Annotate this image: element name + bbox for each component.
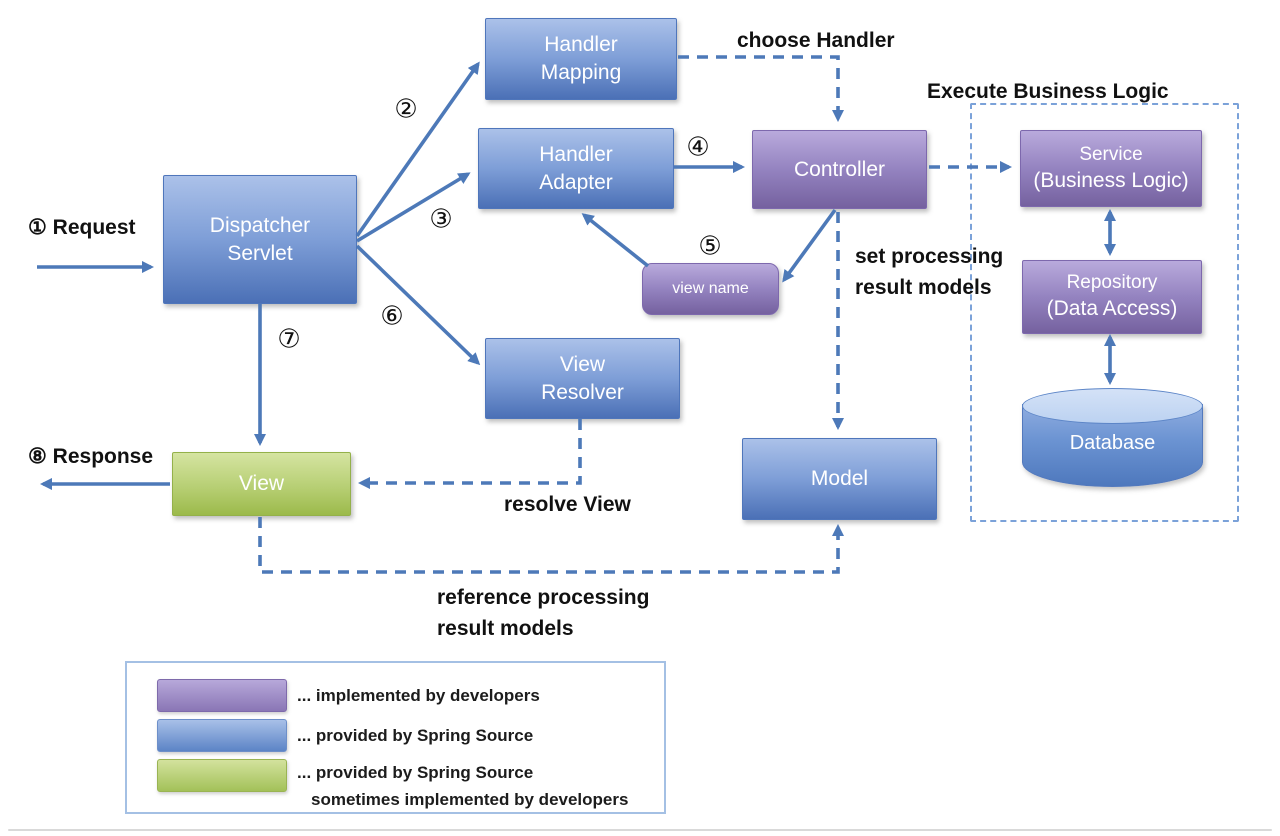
node-sublabel: (Business Logic): [1033, 168, 1189, 192]
node-label: Repository: [1066, 272, 1158, 293]
arrow-dispatcher-to-view-resolver: [355, 244, 481, 366]
node-label: Model: [810, 467, 869, 490]
response-label: ⑧ Response: [28, 441, 153, 472]
reference-processing-line1: reference processing: [437, 586, 650, 609]
node-label: Handler Mapping: [541, 31, 622, 87]
arrow-dispatcher-to-handler-mapping: [355, 61, 480, 238]
node-label-line: View: [559, 352, 606, 376]
set-processing-label: set processing result models: [855, 241, 1003, 303]
legend-box: ... implemented by developers ... provid…: [125, 661, 666, 814]
database-cylinder-top: [1022, 388, 1203, 424]
node-handler-mapping: Handler Mapping: [485, 18, 677, 100]
dashed-arrow-choose-handler: [678, 55, 845, 123]
dashed-arrow-view-resolver-to-view: [357, 419, 582, 490]
node-service: Service (Business Logic): [1020, 130, 1202, 207]
node-label-line: Handler: [539, 142, 613, 166]
node-label-line: Adapter: [539, 170, 613, 194]
legend-swatch-green: [157, 759, 287, 792]
legend-swatch-blue: [157, 719, 287, 752]
step-4-badge: ④: [686, 131, 710, 162]
node-label: view name: [672, 280, 749, 297]
business-logic-group-title: Execute Business Logic: [927, 80, 1169, 103]
reference-processing-label: reference processing result models: [437, 582, 649, 644]
arrow-view-name-to-handler-adapter: [581, 213, 650, 268]
node-view-resolver: View Resolver: [485, 338, 680, 419]
request-label: ① Request: [28, 212, 136, 243]
node-dispatcher-servlet: Dispatcher Servlet: [163, 175, 357, 304]
node-view: View: [172, 452, 351, 516]
node-label-line: Handler: [544, 33, 618, 56]
image-bottom-edge: [8, 829, 1272, 831]
node-label-line: Resolver: [541, 380, 624, 404]
request-label-text: Request: [52, 216, 136, 239]
node-label: Handler Adapter: [539, 141, 613, 197]
legend-swatch-purple: [157, 679, 287, 712]
step-1-badge: ①: [28, 216, 47, 239]
resolve-view-label: resolve View: [504, 493, 631, 516]
dashed-arrow-view-to-model-reference: [258, 517, 845, 574]
node-repository: Repository (Data Access): [1022, 260, 1202, 334]
legend-label-green-line1: ... provided by Spring Source: [297, 763, 534, 782]
legend-label-green: ... provided by Spring Source sometimes …: [297, 759, 628, 813]
legend-label-purple: ... implemented by developers: [297, 686, 540, 705]
arrow-controller-to-view-name: [782, 208, 837, 283]
node-view-name: view name: [642, 263, 779, 315]
step-5-badge: ⑤: [698, 230, 722, 261]
node-sublabel: (Data Access): [1046, 297, 1178, 320]
business-logic-group-border: [970, 103, 1239, 522]
step-2-badge: ②: [394, 93, 418, 124]
node-label: Database: [1069, 432, 1156, 454]
set-processing-line2: result models: [855, 276, 992, 299]
choose-handler-label: choose Handler: [737, 29, 895, 52]
response-label-text: Response: [52, 445, 154, 468]
step-3-badge: ③: [429, 203, 453, 234]
legend-label-green-line2: sometimes implemented by developers: [311, 790, 629, 809]
node-label: Controller: [793, 157, 886, 181]
node-label: View: [238, 472, 285, 495]
step-6-badge: ⑥: [380, 300, 404, 331]
node-label: View Resolver: [541, 351, 624, 407]
legend-label-blue: ... provided by Spring Source: [297, 726, 534, 745]
reference-processing-line2: result models: [437, 617, 574, 640]
node-label-line: Mapping: [540, 61, 622, 84]
node-label-line: Dispatcher: [209, 213, 311, 237]
node-label: Dispatcher Servlet: [210, 212, 310, 268]
step-8-badge: ⑧: [28, 445, 47, 468]
node-model: Model: [742, 438, 937, 520]
node-label-line: Servlet: [227, 241, 293, 265]
set-processing-line1: set processing: [855, 245, 1004, 268]
node-database: Database: [1022, 388, 1203, 487]
step-7-badge: ⑦: [277, 323, 301, 354]
node-controller: Controller: [752, 130, 927, 209]
node-handler-adapter: Handler Adapter: [478, 128, 674, 209]
node-label: Service: [1079, 143, 1143, 165]
